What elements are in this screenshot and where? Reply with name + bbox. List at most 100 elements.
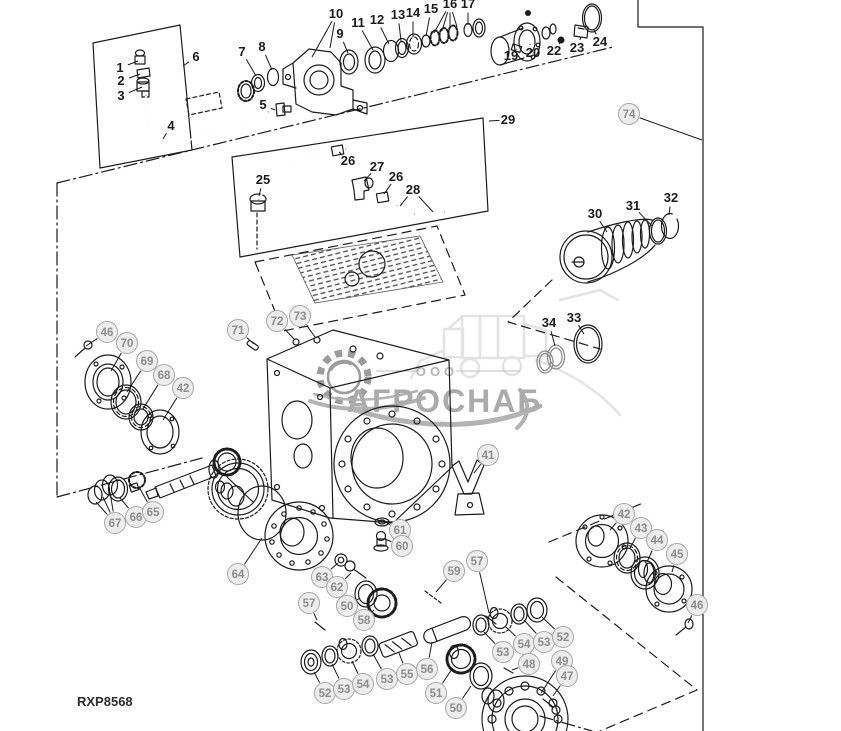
washer-53b-inner — [364, 638, 376, 654]
part-code: RXP8568 — [77, 694, 133, 709]
housing-flange — [333, 405, 451, 523]
callout-30-number: 30 — [588, 206, 602, 221]
filter-element-dashed — [185, 91, 223, 116]
callout-7-number: 7 — [238, 44, 245, 59]
pinion-shaft-splines — [169, 475, 195, 493]
gear-51 — [445, 643, 477, 675]
callout-50-number: 50 — [341, 601, 354, 613]
bolt-hole — [316, 393, 324, 401]
callout-16-leader — [433, 11, 447, 34]
bolt-hole — [582, 524, 588, 530]
callout-15: 15 — [424, 1, 438, 37]
callout-10: 10 — [311, 6, 343, 58]
callout-42-leader — [609, 522, 617, 531]
ring-13 — [394, 37, 410, 59]
callout-48-leader — [511, 667, 519, 671]
washer-63 — [334, 553, 348, 567]
callout-57-circle — [466, 550, 488, 572]
bevel-pinion-65 — [128, 471, 146, 489]
callout-3-number: 3 — [117, 88, 124, 103]
callout-31: 31 — [626, 198, 653, 227]
ball-22 — [557, 36, 565, 44]
callout-28-number: 28 — [406, 182, 420, 197]
callout-9-number: 9 — [336, 26, 343, 41]
callout-43-leader — [629, 537, 636, 549]
right-frame-edge — [637, 0, 704, 731]
callout-4-number: 4 — [167, 118, 175, 133]
callout-57-number: 57 — [303, 598, 316, 610]
housing-20-stem — [541, 26, 551, 40]
gear-54b — [487, 608, 513, 634]
callout-66: 66 — [119, 497, 147, 528]
callout-50-circle — [336, 595, 358, 617]
callout-25-leader — [258, 188, 262, 197]
diff-neck-end — [481, 687, 495, 705]
plug-30-rib — [621, 221, 635, 259]
breather-60-base — [373, 544, 389, 552]
callout-24: 24 — [593, 29, 608, 49]
connector-26a — [330, 144, 345, 157]
bolt-hole — [119, 364, 125, 370]
callout-66-number: 66 — [130, 512, 143, 524]
callout-53: 53 — [331, 663, 355, 700]
callout-46-circle — [686, 594, 708, 616]
callout-4: 4 — [162, 118, 175, 140]
housing-flange-bore — [351, 423, 433, 505]
panel-fittings-border — [92, 24, 193, 169]
bolt-hole — [607, 560, 613, 566]
housing-20-flange-inner — [518, 29, 536, 55]
callout-65-circle — [142, 501, 164, 523]
callout-30-leader — [599, 220, 608, 233]
dashed-chevron-bottom-right — [555, 576, 698, 731]
callout-55-number: 55 — [401, 669, 414, 681]
callout-65: 65 — [138, 486, 164, 523]
spline-16a — [429, 29, 441, 47]
carrier-bore-inner — [279, 517, 305, 547]
oring-24-inner — [583, 5, 601, 31]
pillow-block-foot-left — [282, 62, 297, 89]
callout-73: 73 — [289, 305, 316, 338]
ring-33 — [573, 324, 603, 364]
callout-45: 45 — [666, 543, 688, 573]
oring-24 — [581, 3, 603, 33]
callout-57: 57 — [466, 550, 490, 614]
fork-prongs — [451, 459, 485, 495]
callout-64-number: 64 — [232, 569, 245, 581]
callout-23-number: 23 — [570, 40, 584, 55]
callout-58-circle — [353, 609, 375, 631]
callout-19: 19 — [504, 48, 518, 63]
callout-72-circle — [266, 310, 288, 332]
seal-67c — [87, 485, 103, 505]
callout-73-circle — [289, 305, 311, 327]
callout-53-number: 53 — [497, 647, 510, 659]
callout-32-leader — [668, 206, 671, 216]
callout-74-leader — [639, 117, 703, 141]
bolt-hole — [518, 25, 524, 31]
left-flange-stack — [74, 340, 180, 455]
callout-45-number: 45 — [671, 549, 684, 561]
callout-28-leader — [399, 196, 408, 207]
callout-19-leader — [516, 48, 518, 50]
callout-72-leader — [284, 329, 295, 340]
callout-53-number: 53 — [338, 684, 351, 696]
ring-13-inner — [397, 40, 407, 56]
ring-7-inner — [253, 76, 263, 90]
callout-26-leader — [338, 151, 343, 156]
carrier-hub-step — [220, 482, 234, 500]
callout-3-leader — [128, 86, 143, 94]
callout-9-leader — [342, 41, 349, 54]
callout-46-leader — [687, 615, 693, 624]
splined-disc-inner — [240, 83, 252, 99]
callout-60-number: 60 — [396, 541, 409, 553]
callout-67-number: 67 — [109, 518, 122, 530]
callout-53-leader — [372, 653, 382, 670]
callout-19-number: 19 — [504, 48, 518, 63]
bolt-hole — [93, 361, 99, 367]
washer-61-inner — [377, 519, 387, 525]
callout-68-number: 68 — [158, 370, 171, 382]
bearing-69-inner — [115, 389, 137, 415]
diff-neck — [487, 689, 505, 713]
callout-66-leader — [119, 497, 129, 509]
elbow-5-nut — [282, 105, 292, 113]
plug-30-face — [559, 230, 613, 284]
